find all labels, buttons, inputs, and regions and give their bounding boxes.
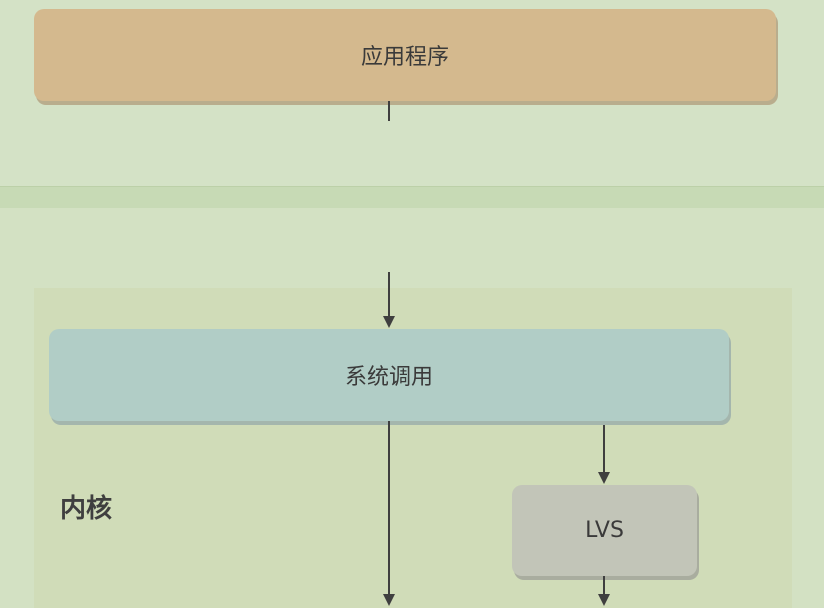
app-node-label: 应用程序 (360, 45, 449, 70)
app-node: 应用程序 (34, 9, 776, 101)
kernel-label: 内核 (60, 494, 113, 524)
lvs-node: LVS (512, 485, 697, 576)
syscall-node: 系统调用 (49, 329, 729, 421)
syscall-node-label: 系统调用 (344, 365, 433, 390)
syscall-down-arrowhead (383, 594, 395, 606)
syscall-to-lvs-arrowhead (598, 472, 610, 484)
user-kernel-divider (0, 186, 824, 209)
app-to-syscall-arrowhead (383, 316, 395, 328)
lvs-node-label: LVS (585, 518, 624, 543)
lvs-down-arrowhead (598, 594, 610, 606)
